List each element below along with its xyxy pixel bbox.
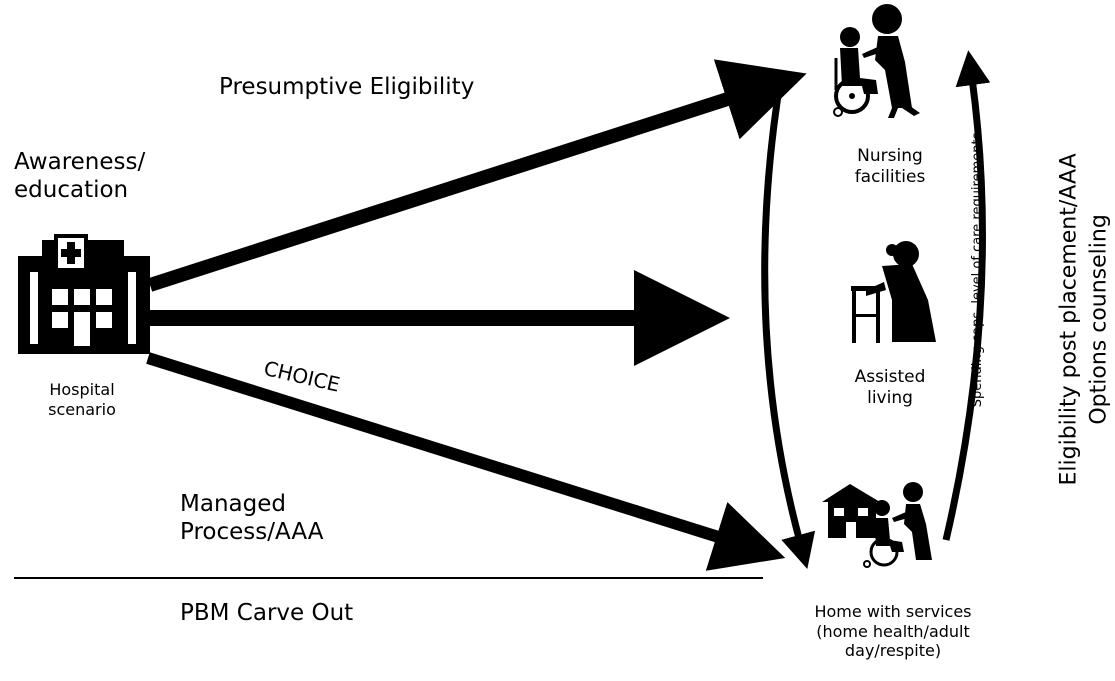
hospital-line-1: Hospital: [49, 380, 115, 399]
home-line-1: Home with services: [814, 602, 972, 621]
awareness-line-2: education: [14, 177, 129, 204]
house-icon: [822, 484, 880, 538]
awareness-line-1: Awareness/: [14, 149, 146, 175]
eligibility-post-placement-label: Eligibility post placement/AAA: [1056, 153, 1082, 486]
home-line-3: day/respite): [844, 641, 942, 661]
assisted-line-1: Assisted: [854, 367, 926, 387]
managed-line-1: Managed: [180, 491, 286, 517]
arrow-to-home: [146, 352, 786, 571]
nursing-line-2: facilities: [854, 166, 926, 187]
assisted-living-label: Assisted living: [830, 367, 950, 408]
home-with-services-label: Home with services (home health/adult da…: [798, 602, 988, 661]
hospital-scenario-label: Hospital scenario: [22, 380, 142, 419]
curved-arrow-left: [761, 69, 816, 570]
awareness-education-label: Awareness/ education: [14, 148, 145, 204]
spending-caps-label: Spending caps, level of care requirement…: [970, 132, 986, 408]
hospital-icon: [18, 234, 150, 354]
assisted-line-2: living: [867, 387, 913, 408]
presumptive-eligibility-label: Presumptive Eligibility: [219, 74, 475, 100]
managed-process-label: Managed Process/AAA: [180, 490, 323, 546]
pbm-carve-out-label: PBM Carve Out: [180, 600, 354, 626]
wheelchair-caregiver-icon-home: [863, 482, 932, 568]
curved-arrow-right: [942, 50, 991, 541]
options-counseling-label: Options counseling: [1086, 214, 1112, 425]
home-line-2: (home health/adult: [816, 621, 970, 641]
managed-line-2: Process/AAA: [180, 519, 324, 546]
hospital-line-2: scenario: [48, 399, 116, 419]
nursing-line-1: Nursing: [857, 146, 923, 166]
arrow-to-nursing: [147, 59, 807, 292]
wheelchair-caregiver-icon: [833, 4, 920, 118]
elderly-walker-icon: [851, 241, 936, 343]
nursing-facilities-label: Nursing facilities: [830, 146, 950, 187]
